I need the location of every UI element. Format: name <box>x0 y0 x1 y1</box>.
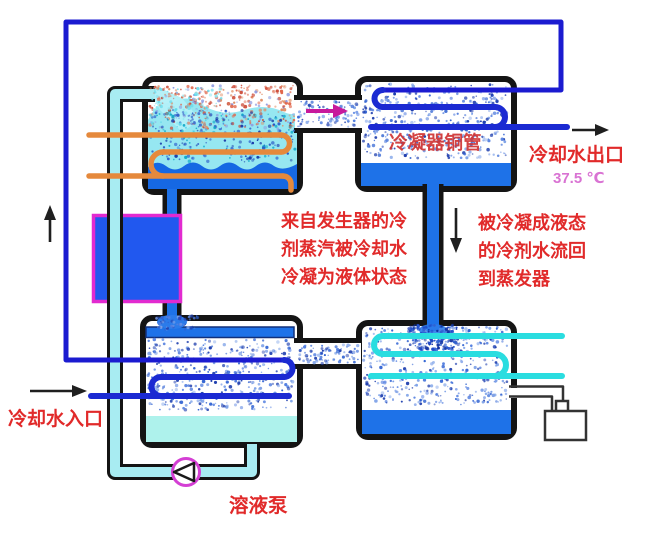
cooling-water-outlet-label: 冷却水出口 <box>529 143 624 166</box>
absorber-liquid <box>146 416 297 442</box>
condenser-coil <box>368 87 570 130</box>
condensation-note: 来自发生器的冷 剂蒸汽被冷却水 冷凝为液体状态 <box>280 210 408 287</box>
refrigerant-return-note-line2: 的冷剂水流回 <box>478 240 586 261</box>
outlet-right-arrow <box>572 124 609 136</box>
solution-pump-label: 溶液泵 <box>229 494 288 517</box>
condensation-note-line3: 冷凝为液体状态 <box>281 266 407 287</box>
evaporator-absorber-duct <box>294 338 362 369</box>
heat-exchanger-box <box>91 213 183 304</box>
absorber-coil <box>88 357 296 399</box>
cooling-water-loop <box>63 19 564 363</box>
outlet-temperature-label: 37.5 ℃ <box>553 170 605 187</box>
condenser-to-evaporator-pipe <box>422 181 444 331</box>
generator-heater-coil <box>86 132 294 193</box>
solution-pump <box>171 457 201 487</box>
cooling-water-inlet-label: 冷却水入口 <box>8 407 103 430</box>
inlet-right-arrow <box>30 385 87 397</box>
vapor-flow-arrow <box>306 104 348 118</box>
condenser-liquid <box>361 163 511 186</box>
evaporator-coil <box>368 333 565 379</box>
condensation-note-line2: 剂蒸汽被冷却水 <box>281 238 408 259</box>
refrigerant-return-note-line1: 被冷凝成液态 <box>478 212 586 233</box>
condenser-tube-label: 冷凝器铜管 <box>389 132 482 153</box>
solution-pipe-loop <box>107 86 260 480</box>
flow-down-arrow <box>450 208 462 253</box>
evaporator-liquid <box>362 410 511 434</box>
refrigerant-return-note-line3: 到蒸发器 <box>478 268 551 289</box>
condensation-note-line1: 来自发生器的冷 <box>280 210 407 231</box>
refrigerant-return-note: 被冷凝成液态 的冷剂水流回 到蒸发器 <box>478 212 586 289</box>
refrigerant-drain-box <box>509 385 588 442</box>
flow-up-arrow <box>44 205 56 242</box>
vapor-speckles <box>146 82 509 412</box>
absorber-spray-header <box>145 326 295 339</box>
